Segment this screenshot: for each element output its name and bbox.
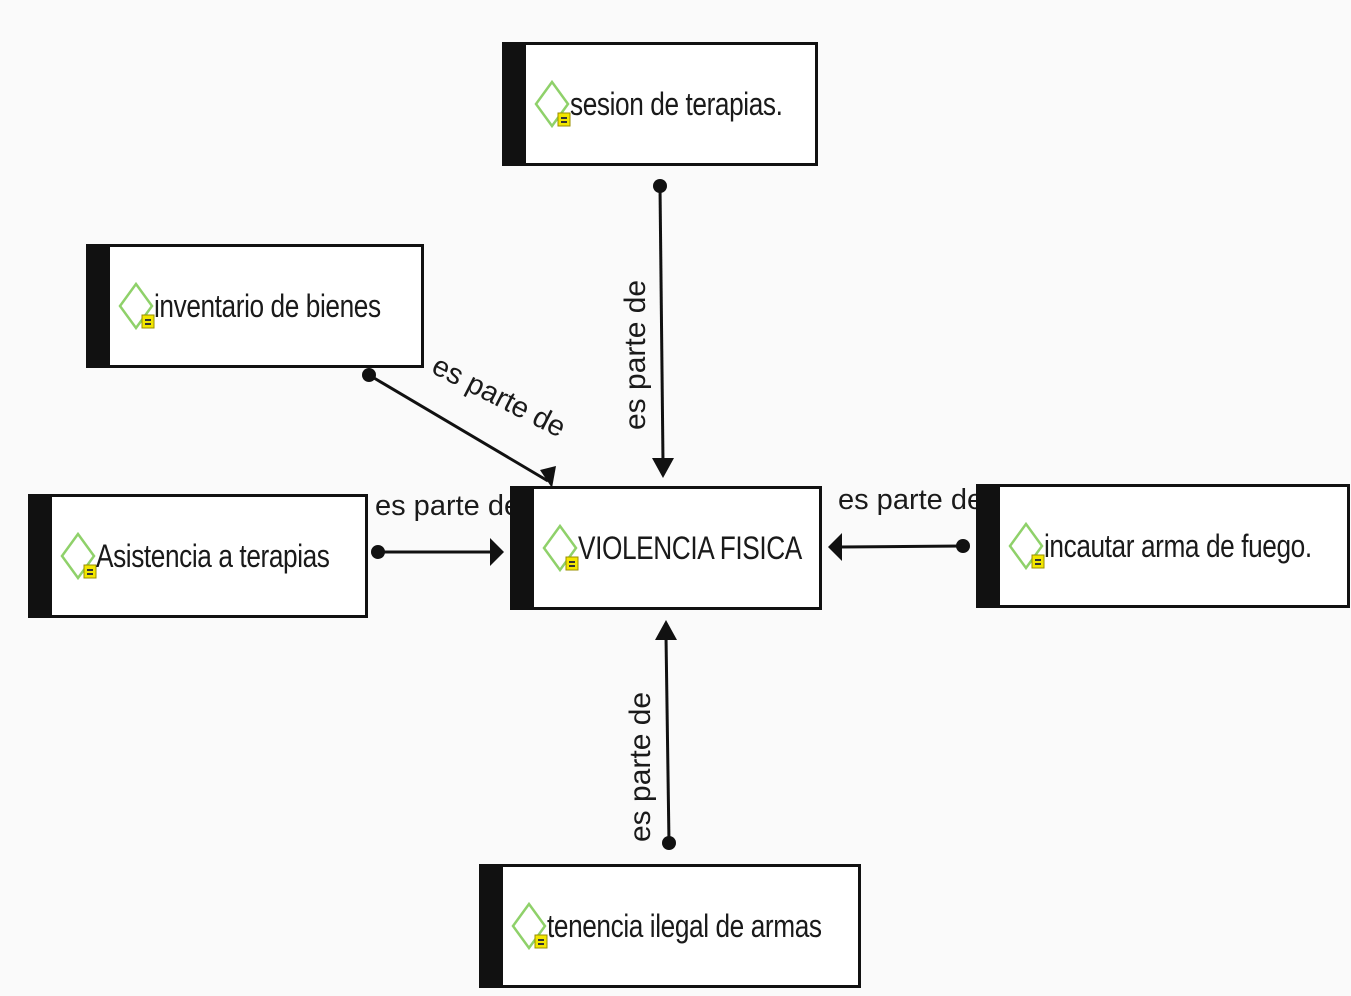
edge-incautar-to-center[interactable]: es parte de	[828, 484, 983, 561]
concept-note-icon	[60, 532, 100, 580]
edge-line	[839, 544, 964, 549]
edge-inventario-to-center[interactable]: es parte de	[362, 350, 571, 488]
node-label: incautar arma de fuego.	[1044, 527, 1312, 564]
edge-tenencia-to-center[interactable]: es parte de	[624, 620, 677, 850]
concept-note-icon	[534, 80, 574, 128]
concept-note-icon	[542, 524, 582, 572]
arrowhead-icon	[540, 466, 556, 488]
node-inventario-de-bienes[interactable]: inventario de bienes	[86, 244, 424, 368]
node-violencia-fisica[interactable]: VIOLENCIA FISICA	[510, 486, 822, 610]
node-label: tenencia ilegal de armas	[547, 907, 822, 944]
edge-line	[368, 373, 549, 483]
arrowhead-icon	[490, 538, 504, 566]
node-tenencia-ilegal-de-armas[interactable]: tenencia ilegal de armas	[479, 864, 861, 988]
edge-label-inventario: es parte de	[427, 350, 571, 444]
edge-line	[664, 635, 671, 844]
arrowhead-icon	[655, 620, 677, 640]
node-label: Asistencia a terapias	[96, 537, 330, 574]
node-sesion-de-terapias[interactable]: sesion de terapias.	[502, 42, 818, 166]
concept-note-icon	[118, 282, 158, 330]
concept-note-icon	[1008, 522, 1048, 570]
edge-sesion-to-center[interactable]: es parte de	[619, 179, 674, 478]
node-incautar-arma-de-fuego[interactable]: incautar arma de fuego.	[976, 484, 1350, 608]
node-label: inventario de bienes	[154, 287, 381, 324]
concept-note-icon	[511, 902, 551, 950]
node-label: VIOLENCIA FISICA	[578, 529, 802, 566]
edge-label-asistencia: es parte de	[375, 490, 520, 522]
edge-line	[658, 185, 665, 463]
edge-label-incautar: es parte de	[838, 484, 983, 516]
node-label: sesion de terapias.	[570, 85, 783, 122]
edge-label-sesion: es parte de	[619, 280, 652, 430]
arrowhead-icon	[652, 458, 674, 478]
edge-label-tenencia: es parte de	[624, 692, 657, 842]
arrowhead-icon	[828, 533, 842, 561]
node-asistencia-a-terapias[interactable]: Asistencia a terapias	[28, 494, 368, 618]
edge-asistencia-to-center[interactable]: es parte de	[371, 490, 520, 566]
